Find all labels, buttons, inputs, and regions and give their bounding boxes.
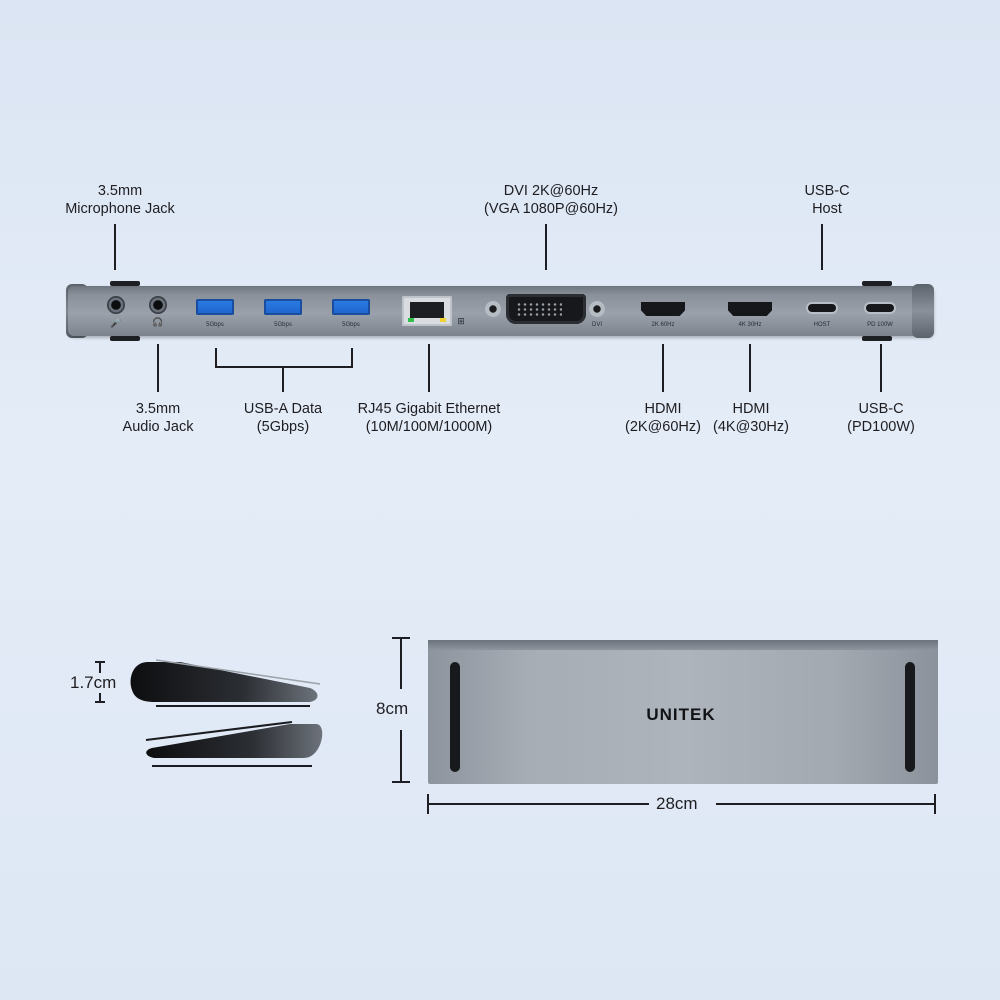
usba-label-line1: USB-A Data — [243, 401, 323, 417]
height-cap-bottom — [392, 781, 410, 783]
usba-label: USB-A Data (5Gbps) — [244, 400, 322, 436]
brand-logo: UNITEK — [646, 705, 716, 724]
rj45-port — [402, 296, 452, 326]
audio-jack-port — [149, 296, 167, 314]
width-line-right — [716, 803, 936, 805]
hdmi1-label-line1: HDMI — [644, 401, 682, 417]
mic-jack-label-line1: 3.5mm — [97, 183, 143, 199]
dvi-pins — [516, 302, 562, 316]
audio-jack-label-line2: Audio Jack — [122, 419, 194, 435]
usbc-pd-label-line1: USB-C — [858, 401, 904, 417]
usbc-pd-label-line2: (PD100W) — [847, 419, 915, 435]
network-icon: ⊞ — [457, 316, 465, 326]
height-line-bottom — [400, 730, 402, 782]
usba-bracket-bar — [215, 366, 353, 368]
hdmi2-label-line2: (4K@30Hz) — [713, 419, 789, 435]
rj45-led-yellow — [440, 318, 446, 322]
width-label: 28cm — [656, 794, 698, 813]
usbc-host-label: USB-C Host — [804, 182, 849, 218]
height-label: 8cm — [376, 699, 409, 718]
rj45-label-line2: (10M/100M/1000M) — [365, 419, 493, 435]
rj45-label-line1: RJ45 Gigabit Ethernet — [357, 401, 501, 417]
usba-port-1 — [196, 299, 234, 315]
mic-jack-label: 3.5mm Microphone Jack — [65, 182, 175, 218]
dvi-label: DVI 2K@60Hz (VGA 1080P@60Hz) — [484, 182, 618, 218]
hdmi2-leader — [749, 344, 751, 392]
rj45-socket — [410, 302, 444, 318]
usbc-host-label-line1: USB-C — [804, 183, 850, 199]
thickness-label: 1.7cm — [68, 673, 119, 693]
dvi-screw-right — [589, 301, 605, 317]
hub-foot-right-bottom — [862, 336, 892, 341]
mic-jack-label-line2: Microphone Jack — [65, 201, 175, 217]
usba-port-2 — [264, 299, 302, 315]
wedge-upper-edge-top — [155, 659, 321, 685]
rj45-label: RJ45 Gigabit Ethernet (10M/100M/1000M) — [358, 400, 501, 436]
dvi-label-line1: DVI 2K@60Hz — [503, 183, 599, 199]
dvi-port — [506, 294, 586, 324]
width-cap-right — [934, 794, 936, 814]
usba-port-1-mark: 5Gbps — [206, 322, 224, 328]
usba-port-2-mark: 5Gbps — [274, 322, 292, 328]
hub-end-right — [912, 284, 934, 338]
dvi-leader — [545, 224, 547, 270]
stand-front — [428, 640, 938, 784]
hdmi-port-2-mark: 4K 30Hz — [738, 322, 762, 328]
stand-slot-left — [450, 662, 460, 772]
usbc-pd-label: USB-C (PD100W) — [847, 400, 915, 436]
hdmi1-leader — [662, 344, 664, 392]
usba-port-3 — [332, 299, 370, 315]
hub-foot-left-top — [110, 281, 140, 286]
usbc-pd-mark: PD 100W — [867, 322, 893, 328]
audio-leader — [157, 344, 159, 392]
hdmi2-label-line1: HDMI — [732, 401, 770, 417]
usbc-host-port — [808, 304, 836, 312]
hub-foot-right-top — [862, 281, 892, 286]
mic-leader — [114, 224, 116, 270]
hdmi-port-1 — [641, 302, 685, 316]
wedge-lower — [146, 724, 323, 758]
rj45-leader — [428, 344, 430, 392]
height-line-top — [400, 637, 402, 689]
hdmi-port-2 — [728, 302, 772, 316]
usbc-host-label-line2: Host — [812, 201, 842, 217]
width-line-left — [427, 803, 649, 805]
usba-label-line2: (5Gbps) — [256, 419, 310, 435]
mic-jack-port — [107, 296, 125, 314]
headphone-icon: 🎧 — [152, 317, 164, 327]
hub-foot-left-bottom — [110, 336, 140, 341]
usbc-pd-leader — [880, 344, 882, 392]
usba-bracket-right — [351, 348, 353, 368]
stand-top-edge — [428, 640, 938, 650]
wedge-lower-edge-top — [145, 721, 293, 741]
usbc-host-leader — [821, 224, 823, 270]
usba-leader — [282, 366, 284, 392]
mic-icon: 🎤 — [110, 318, 122, 328]
hdmi1-label: HDMI (2K@60Hz) — [625, 400, 701, 436]
usbc-pd-port — [866, 304, 894, 312]
hdmi-port-1-mark: 2K 60Hz — [651, 322, 675, 328]
audio-jack-label-line1: 3.5mm — [135, 401, 181, 417]
usba-bracket-left — [215, 348, 217, 368]
side-wedge-diagram — [95, 659, 323, 767]
stand-slot-right — [905, 662, 915, 772]
hdmi2-label: HDMI (4K@30Hz) — [713, 400, 789, 436]
dvi-label-line2: (VGA 1080P@60Hz) — [483, 201, 619, 217]
wedge-upper — [130, 662, 318, 702]
audio-jack-label: 3.5mm Audio Jack — [123, 400, 194, 436]
dvi-screw-left — [485, 301, 501, 317]
usba-port-3-mark: 5Gbps — [342, 322, 360, 328]
hdmi1-label-line2: (2K@60Hz) — [625, 419, 701, 435]
rj45-led-green — [408, 318, 414, 322]
usbc-host-mark: HOST — [813, 322, 831, 328]
dvi-mark: DVI — [591, 322, 603, 328]
